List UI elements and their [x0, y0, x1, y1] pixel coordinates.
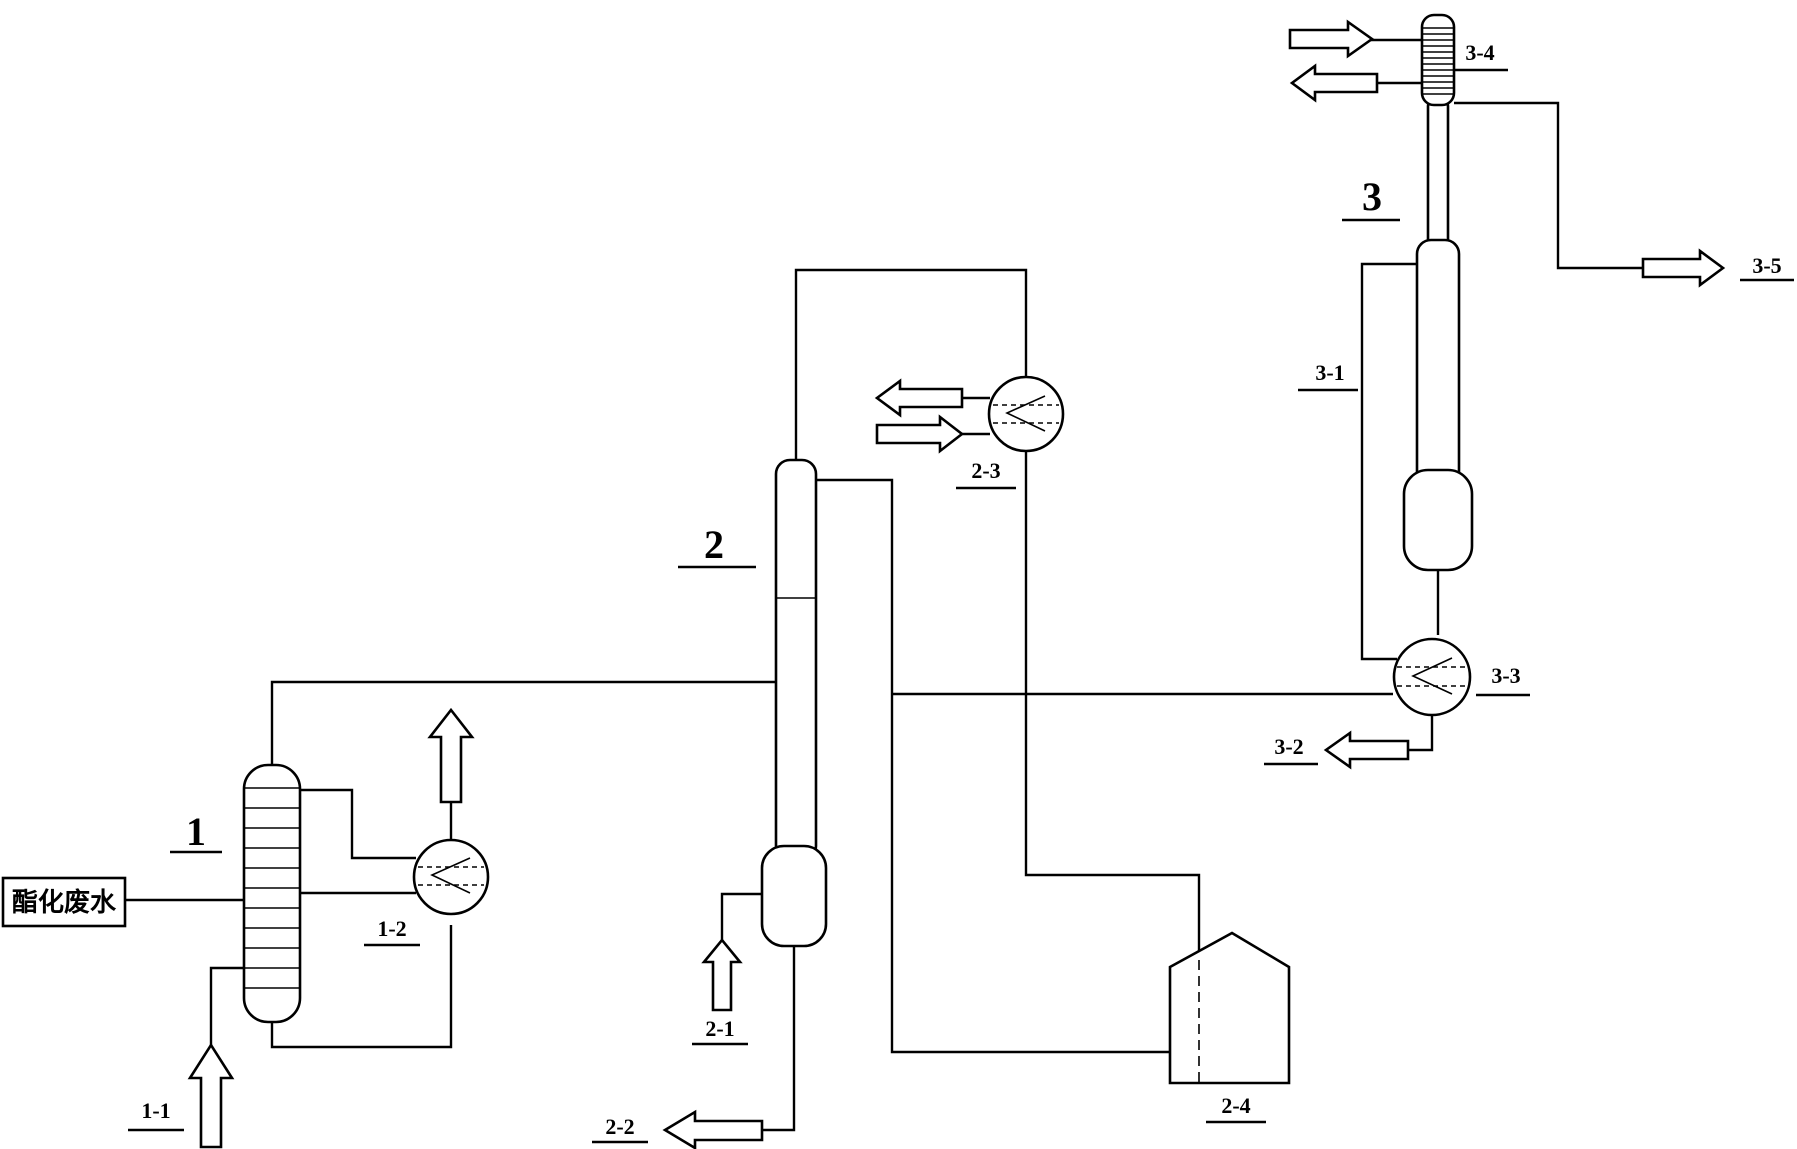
- heat-exchanger-1-2: [412, 838, 490, 916]
- tank-2-4: [1168, 931, 1291, 1085]
- feed-label: 酯化废水: [12, 887, 117, 918]
- line-column2-overhead: [794, 268, 1028, 460]
- line-3-1: [1360, 262, 1417, 661]
- label-3-2: 3-2: [1274, 734, 1303, 759]
- column-2: [760, 458, 828, 948]
- label-2-2: 2-2: [605, 1114, 634, 1139]
- outlet-arrow-2-2: [662, 1109, 764, 1149]
- inlet-arrow-1-1: [187, 1042, 235, 1149]
- label-2-4: 2-4: [1221, 1093, 1250, 1118]
- label-2-3: 2-3: [971, 458, 1000, 483]
- line-column2-bottom: [762, 946, 796, 1132]
- feed-box: 酯化废水: [1, 876, 127, 928]
- label-2-1: 2-1: [705, 1016, 734, 1041]
- heat-exchanger-3-3: [1392, 637, 1472, 717]
- label-1-2: 1-2: [377, 916, 406, 941]
- cooling-in-arrow-2-3: [875, 414, 965, 454]
- line-2-1-to-reboiler: [720, 892, 762, 940]
- line-column3-overhead: [1454, 101, 1643, 270]
- label-1-1: 1-1: [141, 1098, 170, 1123]
- outlet-arrow-3-2: [1323, 730, 1410, 770]
- label-unit-1: 1: [186, 809, 206, 854]
- label-3-5: 3-5: [1752, 253, 1781, 278]
- line-hx12-to-column: [300, 788, 416, 860]
- line-hx33-bottom: [1408, 715, 1434, 752]
- line-hx23-to-tank: [1024, 451, 1201, 958]
- outlet-arrow-1-2: [427, 707, 475, 804]
- label-3-4: 3-4: [1465, 40, 1494, 65]
- label-3-1: 3-1: [1315, 360, 1344, 385]
- line-column1-overhead: [270, 680, 780, 765]
- column-3: [1402, 13, 1474, 572]
- inlet-arrow-2-1: [701, 937, 743, 1012]
- cooling-in-arrow-3-4: [1288, 19, 1375, 59]
- column-1: [242, 763, 302, 1024]
- label-unit-3: 3: [1362, 174, 1382, 219]
- labels: 1 1-1 1-2 2 2-1 2-2 2-3 2-4 3 3-1 3-2 3-…: [128, 40, 1794, 1144]
- cooling-out-arrow-2-3: [874, 378, 964, 418]
- outlet-arrow-3-5: [1641, 248, 1726, 288]
- line-column1-bottom: [270, 925, 453, 1049]
- heat-exchanger-2-3: [987, 375, 1065, 453]
- label-unit-2: 2: [704, 522, 724, 567]
- line-reflux: [816, 478, 1172, 1054]
- label-3-3: 3-3: [1491, 663, 1520, 688]
- line-1-1-to-column: [209, 966, 244, 1045]
- cooling-out-arrow-3-4: [1289, 63, 1379, 103]
